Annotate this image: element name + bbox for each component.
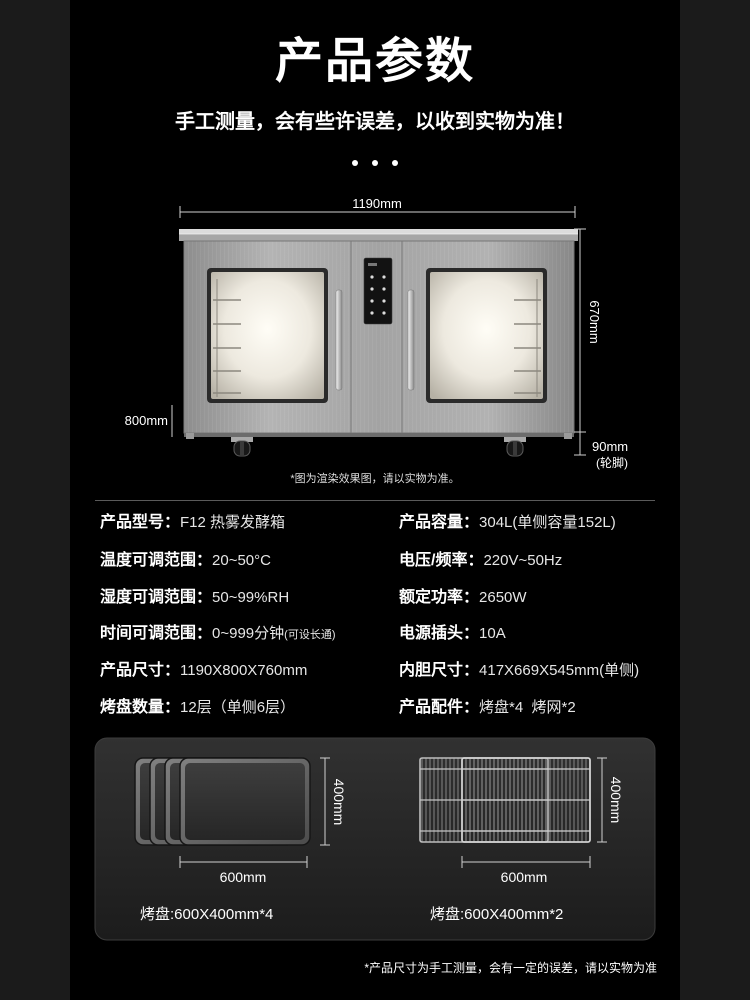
- right-door-handle: [407, 289, 415, 391]
- spec-label: 内胆尺寸：: [399, 662, 480, 679]
- page-subtitle: 手工测量，会有些许误差，以收到实物为准！: [175, 111, 575, 133]
- spec-value-note: (可设长通): [284, 629, 336, 641]
- spec-label: 时间可调范围：: [100, 625, 213, 642]
- depth-label: 800mm: [125, 413, 168, 428]
- control-button: [382, 287, 386, 291]
- rack-height-label: 400mm: [608, 777, 624, 824]
- spec-humidity-range: 湿度可调范围：50~99%RH: [100, 587, 289, 609]
- rack-width-label: 600mm: [501, 869, 548, 885]
- control-button: [382, 299, 386, 303]
- right-caster-wheel: [504, 437, 526, 457]
- decor-dot: [392, 160, 398, 166]
- width-dimension-line: [179, 206, 576, 218]
- tray-width-dimension-line: [179, 856, 308, 868]
- spec-label: 产品尺寸：: [100, 662, 181, 679]
- spec-label: 产品配件：: [399, 699, 480, 716]
- decor-dots: [352, 160, 398, 166]
- spec-power-plug: 电源插头：10A: [399, 623, 506, 645]
- spec-value: 304L(单侧容量152L): [479, 514, 616, 531]
- control-panel: [363, 257, 393, 325]
- spec-value: 0~999分钟: [212, 625, 285, 642]
- rack-height-dimension-line: [597, 757, 607, 843]
- spec-label: 电压/频率：: [399, 552, 484, 569]
- cabinet-figure: 1190mm: [125, 196, 628, 485]
- spec-label: 烤盘数量：: [100, 699, 181, 716]
- right-foot: [564, 433, 572, 439]
- spec-voltage-frequency: 电压/频率：220V~50Hz: [399, 550, 562, 572]
- tray-width-label: 600mm: [220, 869, 267, 885]
- accessories-panel: 400mm 600mm 烤盘:600X400mm*4: [94, 737, 656, 941]
- spec-value: 12层（单侧6层）: [180, 699, 296, 716]
- footer-note: *产品尺寸为手工测量，会有一定的误差，请以实物为准: [364, 961, 657, 975]
- spec-value: 1190X800X760mm: [180, 662, 308, 679]
- tray-caption: 烤盘:600X400mm*4: [140, 905, 273, 923]
- tray-height-label: 400mm: [331, 779, 347, 826]
- spec-rated-power: 额定功率：2650W: [399, 587, 527, 609]
- control-button: [382, 275, 386, 279]
- control-button: [370, 287, 374, 291]
- left-door-window: [207, 268, 328, 403]
- spec-value: 20~50°C: [212, 552, 271, 569]
- spec-model: 产品型号：F12 热雾发酵箱: [100, 512, 285, 534]
- height-label: 670mm: [587, 300, 602, 343]
- control-button: [370, 299, 374, 303]
- tray-height-dimension-line: [320, 757, 330, 846]
- control-button: [370, 275, 374, 279]
- control-button: [370, 311, 374, 315]
- spec-value: 220V~50Hz: [483, 552, 563, 569]
- countertop-edge: [179, 234, 578, 241]
- spec-accessories: 产品配件：烤盘*4 烤网*2: [399, 697, 576, 719]
- left-window-tray-rails: [213, 279, 241, 397]
- right-window-tray-rails: [514, 279, 541, 397]
- wire-racks: [419, 757, 591, 843]
- page-title: 产品参数: [274, 35, 475, 88]
- wire-rack-front: [461, 757, 591, 843]
- height-dimension-line: [574, 228, 586, 456]
- spec-value: 50~99%RH: [212, 589, 290, 606]
- spec-inner-size: 内胆尺寸：417X669X545mm(单侧): [399, 660, 639, 682]
- right-door-window: [426, 268, 547, 403]
- decor-dot: [352, 160, 358, 166]
- spec-label: 温度可调范围：: [100, 552, 213, 569]
- spec-label: 产品容量：: [399, 514, 480, 531]
- width-label: 1190mm: [352, 196, 402, 211]
- spec-tray-count: 烤盘数量：12层（单侧6层）: [100, 697, 295, 719]
- spec-value: 2650W: [479, 589, 527, 606]
- section-divider: [95, 500, 655, 501]
- spec-value: 烤盘*4 烤网*2: [479, 699, 576, 716]
- countertop-surface: [179, 229, 578, 234]
- rack-caption: 烤盘:600X400mm*2: [430, 905, 563, 923]
- spec-temperature-range: 温度可调范围：20~50°C: [100, 550, 271, 572]
- spec-label: 电源插头：: [399, 625, 480, 642]
- control-button: [382, 311, 386, 315]
- rack-width-dimension-line: [461, 856, 591, 868]
- decor-dot: [372, 160, 378, 166]
- spec-label: 产品型号：: [100, 514, 181, 531]
- spec-capacity: 产品容量：304L(单侧容量152L): [399, 512, 616, 534]
- left-door-handle: [335, 289, 343, 391]
- left-foot: [186, 433, 194, 439]
- render-note: *图为渲染效果图，请以实物为准。: [290, 471, 459, 485]
- spec-label: 湿度可调范围：: [100, 589, 213, 606]
- spec-label: 额定功率：: [399, 589, 480, 606]
- proofing-cabinet: [179, 229, 578, 457]
- spec-value: 417X669X545mm(单侧): [479, 662, 640, 679]
- baking-tray-front: [179, 757, 311, 846]
- spec-value: F12 热雾发酵箱: [180, 514, 286, 531]
- left-caster-wheel: [231, 437, 253, 457]
- baking-trays: [134, 757, 311, 846]
- spec-product-size: 产品尺寸：1190X800X760mm: [100, 660, 307, 682]
- wheel-note: (轮脚): [596, 455, 628, 470]
- cabinet-base: [184, 433, 574, 437]
- spec-value: 10A: [479, 625, 506, 642]
- spec-time-range: 时间可调范围：0~999分钟(可设长通): [100, 623, 335, 645]
- wheel-height-label: 90mm: [592, 439, 628, 454]
